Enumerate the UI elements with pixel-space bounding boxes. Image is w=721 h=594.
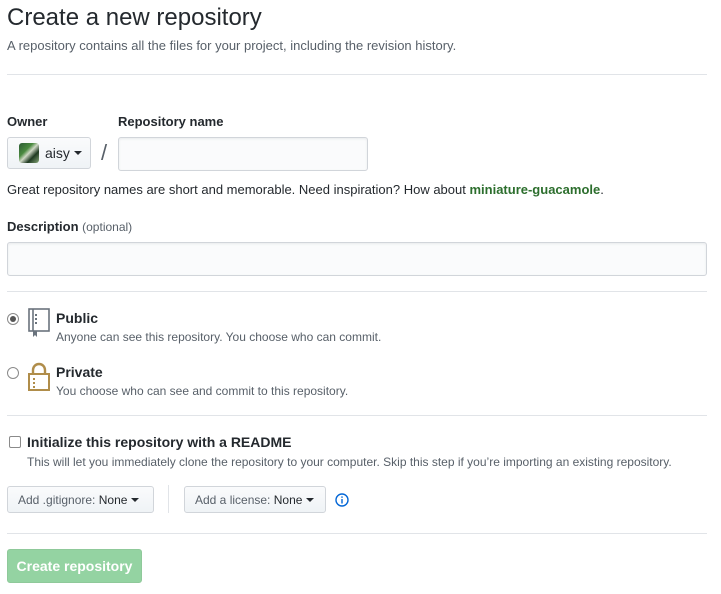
description-label: Description (optional) <box>7 219 132 234</box>
description-label-text: Description <box>7 219 79 234</box>
caret-down-icon <box>131 497 140 502</box>
license-label: Add a license: <box>195 492 271 507</box>
vertical-divider <box>168 485 169 513</box>
owner-dropdown[interactable]: aisy <box>7 137 91 169</box>
hint-suffix: . <box>600 182 604 197</box>
private-radio[interactable] <box>7 367 19 379</box>
private-description: You choose who can see and commit to thi… <box>56 384 349 398</box>
page-subtitle: A repository contains all the files for … <box>7 38 457 53</box>
visibility-private-option[interactable]: Private You choose who can see and commi… <box>7 362 707 402</box>
divider <box>7 291 707 292</box>
private-title: Private <box>56 364 103 380</box>
public-radio[interactable] <box>7 313 19 325</box>
license-value: None <box>273 492 303 507</box>
gitignore-dropdown[interactable]: Add .gitignore: None <box>7 486 154 513</box>
hint-text: Great repository names are short and mem… <box>7 182 470 197</box>
divider <box>7 74 707 75</box>
readme-title: Initialize this repository with a README <box>27 434 292 450</box>
owner-label: Owner <box>7 114 48 129</box>
public-title: Public <box>56 310 99 326</box>
gitignore-value: None <box>98 492 128 507</box>
caret-down-icon <box>306 497 315 502</box>
repository-name-label: Repository name <box>118 114 224 129</box>
visibility-public-option[interactable]: Public Anyone can see this repository. Y… <box>7 308 707 348</box>
owner-name: aisy <box>45 145 70 161</box>
license-dropdown[interactable]: Add a license: None <box>184 486 326 513</box>
caret-down-icon <box>73 151 82 155</box>
divider <box>7 533 707 534</box>
optional-note: (optional) <box>82 220 133 234</box>
page-title: Create a new repository <box>7 4 262 31</box>
name-suggestion-link[interactable]: miniature-guacamole <box>469 182 601 197</box>
description-input[interactable] <box>7 242 707 276</box>
gitignore-label: Add .gitignore: <box>18 492 96 507</box>
avatar <box>19 143 39 163</box>
create-repository-button[interactable]: Create repository <box>7 549 142 583</box>
lock-icon <box>28 362 50 391</box>
info-icon[interactable] <box>335 493 349 507</box>
public-description: Anyone can see this repository. You choo… <box>56 330 382 344</box>
owner-repo-separator: / <box>101 140 108 165</box>
name-hint: Great repository names are short and mem… <box>7 182 604 197</box>
readme-description: This will let you immediately clone the … <box>27 455 672 469</box>
divider <box>7 415 707 416</box>
readme-checkbox[interactable] <box>9 436 21 448</box>
repo-icon <box>28 308 50 337</box>
repository-name-input[interactable] <box>118 137 368 171</box>
